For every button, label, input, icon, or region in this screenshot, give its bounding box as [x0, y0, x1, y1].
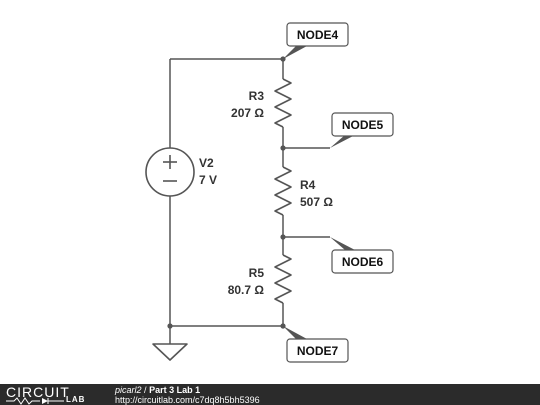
logo-resistor-icon	[6, 397, 64, 405]
footer-separator: /	[144, 385, 147, 395]
v2-value: 7 V	[199, 173, 217, 187]
footer-user[interactable]: picarl2	[115, 385, 142, 395]
junction-node5	[280, 145, 286, 151]
r5-name: R5	[249, 266, 265, 280]
junction-node6	[280, 234, 286, 240]
r5-value: 80.7 Ω	[228, 283, 265, 297]
circuitlab-logo: CIRCUIT LAB	[4, 384, 100, 405]
footer-info: picarl2 / Part 3 Lab 1 http://circuitlab…	[115, 385, 260, 405]
ground-icon	[152, 343, 188, 361]
v2-name: V2	[199, 156, 214, 170]
node-tag-node6: NODE6	[330, 237, 394, 274]
voltage-source-v2	[145, 147, 195, 197]
resistor-r3	[274, 78, 292, 128]
node-tag-node4: NODE4	[283, 22, 349, 59]
logo-lab-text: LAB	[66, 395, 86, 404]
svg-text:NODE5: NODE5	[342, 118, 384, 132]
svg-text:NODE4: NODE4	[297, 28, 339, 42]
footer-title-line: picarl2 / Part 3 Lab 1	[115, 385, 260, 395]
footer-url[interactable]: http://circuitlab.com/c7dq8h5bh5396	[115, 395, 260, 405]
node-tag-node7: NODE7	[283, 326, 349, 363]
footer-circuit-title[interactable]: Part 3 Lab 1	[149, 385, 201, 395]
footer-bar: CIRCUIT LAB picarl2 / Part 3 Lab 1 http:…	[0, 384, 540, 405]
svg-text:NODE7: NODE7	[297, 344, 339, 358]
resistor-r4	[274, 166, 292, 216]
r3-name: R3	[249, 89, 265, 103]
r4-name: R4	[300, 178, 316, 192]
resistor-r5	[274, 254, 292, 304]
logo-circuit-text: CIRCUIT	[6, 384, 70, 400]
r3-value: 207 Ω	[231, 106, 264, 120]
junction-ground	[167, 323, 173, 329]
r4-value: 507 Ω	[300, 195, 333, 209]
circuit-schematic: R3 207 Ω R4 507 Ω R5 80.7 Ω V2 7 V NODE4…	[145, 22, 394, 363]
node-tag-node5: NODE5	[330, 112, 394, 148]
svg-text:NODE6: NODE6	[342, 255, 384, 269]
